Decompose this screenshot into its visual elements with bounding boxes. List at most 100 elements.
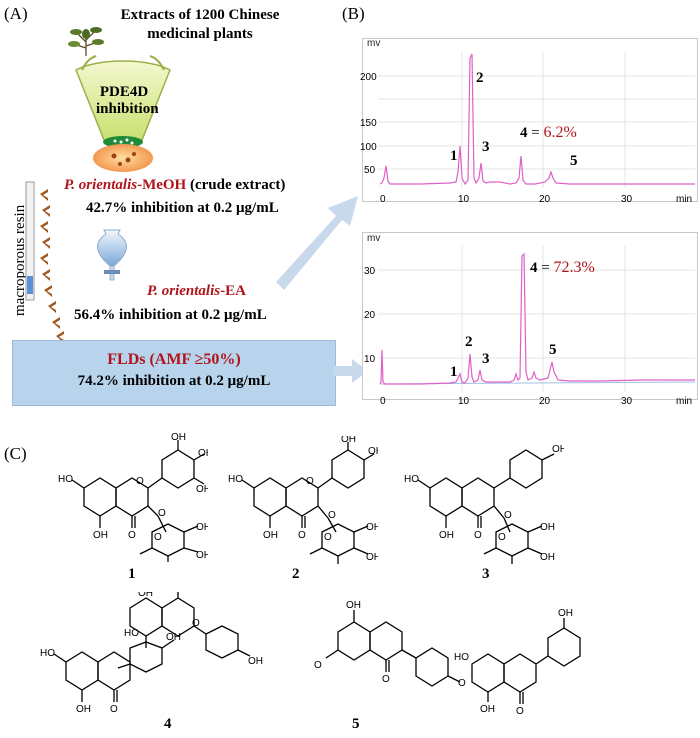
meoh-line: P. orientalis-MeOH (crude extract) bbox=[64, 177, 285, 194]
bottom-peak-3: 3 bbox=[482, 351, 490, 367]
svg-text:OH: OH bbox=[552, 444, 564, 455]
top-chromatogram-plot: 200 150 100 50 0 10 20 30 min bbox=[360, 52, 695, 205]
top-peak-3: 3 bbox=[482, 139, 490, 155]
top-ytick-150: 150 bbox=[360, 118, 377, 129]
top-peak-4-num: 4 bbox=[520, 125, 528, 141]
svg-text:OH: OH bbox=[93, 530, 108, 541]
compound-4-label: 4 bbox=[164, 716, 172, 732]
svg-text:OH: OH bbox=[346, 600, 361, 611]
top-trace bbox=[379, 53, 695, 186]
svg-text:O: O bbox=[136, 476, 144, 487]
svg-text:OH: OH bbox=[196, 550, 208, 561]
svg-text:HO: HO bbox=[228, 474, 243, 485]
extracts-line-2: medicinal plants bbox=[147, 26, 253, 42]
funnel-line-1: PDE4D bbox=[99, 84, 149, 100]
bottom-chromatogram bbox=[362, 232, 698, 400]
top-xtick-10: 10 bbox=[458, 194, 470, 205]
bottom-xtick-20: 20 bbox=[539, 396, 551, 407]
svg-text:O: O bbox=[458, 678, 466, 689]
svg-text:OH: OH bbox=[366, 552, 378, 563]
panel-c-label: (C) bbox=[4, 444, 27, 463]
panel-b-label: (B) bbox=[342, 4, 365, 23]
plant-icon bbox=[68, 27, 104, 56]
bottom-ytick-20: 20 bbox=[364, 310, 376, 321]
arrow-to-top-chromatogram bbox=[276, 196, 358, 290]
svg-text:OH: OH bbox=[263, 530, 278, 541]
svg-text:OH: OH bbox=[540, 552, 555, 563]
top-ytick-100: 100 bbox=[360, 142, 377, 153]
svg-text:O: O bbox=[128, 530, 136, 541]
svg-text:OH: OH bbox=[171, 432, 186, 443]
bottom-ytick-30: 30 bbox=[364, 266, 376, 277]
svg-text:O: O bbox=[504, 510, 512, 521]
ea-suffix: -EA bbox=[220, 283, 246, 299]
bottom-xtick-0: 0 bbox=[380, 396, 386, 407]
pde4d-funnel bbox=[75, 55, 171, 172]
svg-text:O: O bbox=[328, 510, 336, 521]
svg-text:OH: OH bbox=[76, 704, 91, 712]
bottom-peak-5: 5 bbox=[549, 342, 557, 358]
svg-text:OH: OH bbox=[366, 522, 378, 533]
bottom-peak-4-eq: = bbox=[537, 260, 554, 276]
bottom-xtick-10: 10 bbox=[458, 396, 470, 407]
svg-text:OH: OH bbox=[196, 484, 208, 495]
separatory-funnel-icon bbox=[97, 229, 127, 281]
bottom-peak-2: 2 bbox=[465, 334, 473, 350]
svg-text:O: O bbox=[314, 660, 322, 671]
bottom-ytick-10: 10 bbox=[364, 354, 376, 365]
compound-2-label: 2 bbox=[292, 566, 300, 582]
top-xunit: min bbox=[676, 194, 692, 205]
svg-text:HO: HO bbox=[124, 628, 139, 639]
compound-5-label: 5 bbox=[352, 716, 360, 732]
top-peak-4-eq: = bbox=[527, 125, 544, 141]
bottom-trace bbox=[379, 252, 695, 385]
svg-text:O: O bbox=[382, 674, 390, 685]
extracts-line-1: Extracts of 1200 Chinese bbox=[120, 7, 280, 23]
svg-text:O: O bbox=[324, 532, 332, 543]
svg-text:HO: HO bbox=[454, 652, 469, 663]
fld-box: FLDs (AMF ≥50%) 74.2% inhibition at 0.2 … bbox=[12, 340, 336, 406]
svg-text:O: O bbox=[474, 530, 482, 541]
top-xtick-0: 0 bbox=[380, 194, 386, 205]
top-ytick-50: 50 bbox=[364, 165, 376, 176]
bottom-peak-4-num: 4 bbox=[530, 260, 538, 276]
top-peak-4-pct: 6.2% bbox=[543, 124, 577, 141]
ea-name: P. orientalis bbox=[147, 283, 221, 299]
funnel-line-2: inhibition bbox=[96, 101, 159, 117]
top-peak-4: 4 = 6.2% bbox=[520, 124, 577, 142]
top-xtick-20: 20 bbox=[539, 194, 551, 205]
compound-1-label: 1 bbox=[128, 566, 136, 582]
compound-3-label: 3 bbox=[482, 566, 490, 582]
top-peak-2: 2 bbox=[476, 70, 484, 86]
panel-a-label: (A) bbox=[4, 4, 28, 23]
svg-text:OH: OH bbox=[198, 448, 208, 459]
svg-text:OH: OH bbox=[248, 656, 263, 667]
ea-inhibition: 56.4% inhibition at 0.2 μg/mL bbox=[74, 307, 267, 323]
svg-text:OH: OH bbox=[439, 530, 454, 541]
svg-text:HO: HO bbox=[40, 648, 55, 659]
arrow-to-bottom-chromatogram bbox=[334, 359, 368, 383]
bottom-chromatogram-plot: 30 20 10 0 10 20 30 min bbox=[364, 246, 696, 407]
top-peak-1: 1 bbox=[450, 148, 458, 164]
svg-text:OH: OH bbox=[341, 436, 356, 445]
svg-text:O: O bbox=[110, 704, 118, 712]
svg-text:O: O bbox=[498, 532, 506, 543]
top-ytick-200: 200 bbox=[360, 72, 377, 83]
fld-inhibition: 74.2% inhibition at 0.2 μg/mL bbox=[77, 373, 271, 389]
svg-text:OH: OH bbox=[558, 608, 573, 619]
svg-text:O: O bbox=[154, 532, 162, 543]
bottom-unit: mv bbox=[367, 233, 381, 244]
svg-text:O: O bbox=[516, 706, 524, 716]
meoh-note: (crude extract) bbox=[186, 177, 286, 193]
meoh-name: P. orientalis bbox=[64, 177, 138, 193]
svg-text:OH: OH bbox=[368, 446, 378, 457]
svg-text:O: O bbox=[192, 618, 200, 629]
funnel-label: PDE4D inhibition bbox=[96, 84, 159, 118]
svg-text:OH: OH bbox=[138, 592, 153, 599]
bottom-peak-1: 1 bbox=[450, 364, 458, 380]
svg-text:OH: OH bbox=[480, 704, 495, 715]
